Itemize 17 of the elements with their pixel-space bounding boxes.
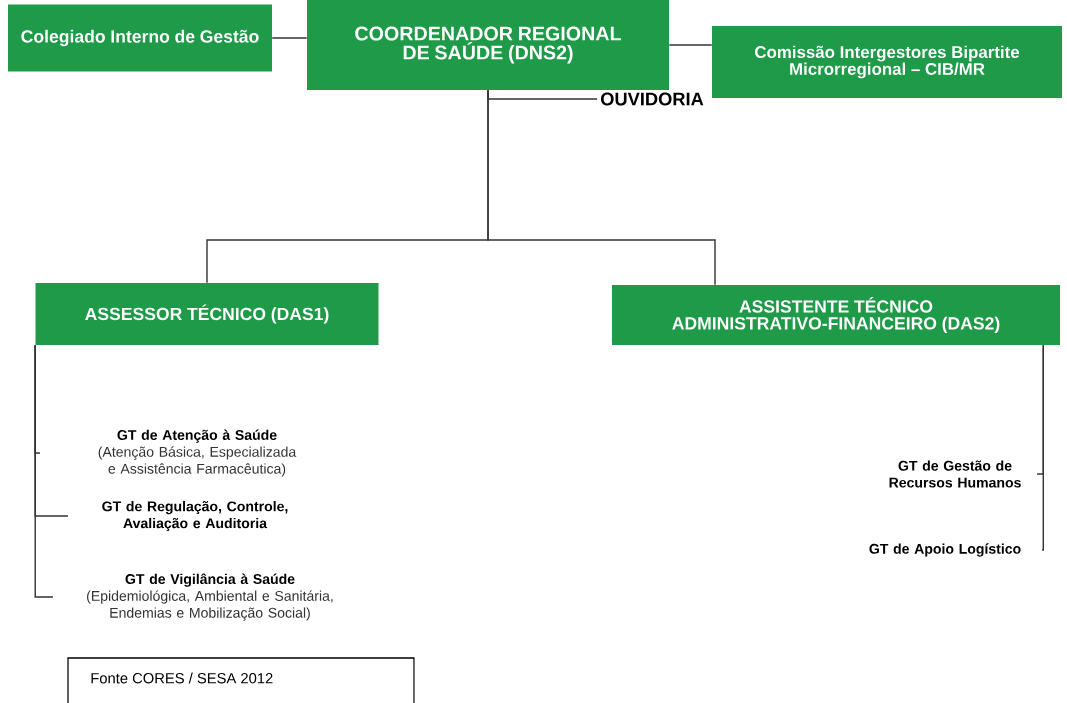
group-label: GT de Vigilância à Saúde (Epidemiológica, Ambiental e Sanitária, Endemias e Mobilização Social) (87, 573, 333, 621)
org-box: COORDENADOR REGIONAL DE SAÚDE (DNS2) (307, 0, 669, 90)
connector-line (271, 37, 308, 39)
group-label: GT de Regulação, Controle, Avaliação e Auditoria (102, 501, 288, 531)
group-label: GT de Apoio Logístico (869, 543, 1021, 557)
connector-line (1041, 344, 1044, 551)
unit-label: OUVIDORIA (600, 92, 704, 106)
group-label: GT de Atenção à Saúde (Atenção Básica, Especializada e Assistência Farmacêutica) (98, 429, 297, 477)
source-box: Fonte CORES / SESA 2012 (67, 657, 415, 703)
org-box: Comissão Intergestores Bipartite Microrregional – CIB/MR (712, 26, 1062, 98)
org-box: ASSESSOR TÉCNICO (DAS1) (35, 283, 379, 345)
connector-line (487, 89, 716, 286)
org-box: Colegiado Interno de Gestão (8, 4, 272, 72)
connector-line (34, 344, 54, 598)
connector-line (668, 44, 713, 46)
group-label: GT de Gestão de Recursos Humanos (889, 460, 1021, 488)
org-box: ASSISTENTE TÉCNICO ADMINISTRATIVO-FINANCEIRO (DAS2) (612, 285, 1060, 345)
